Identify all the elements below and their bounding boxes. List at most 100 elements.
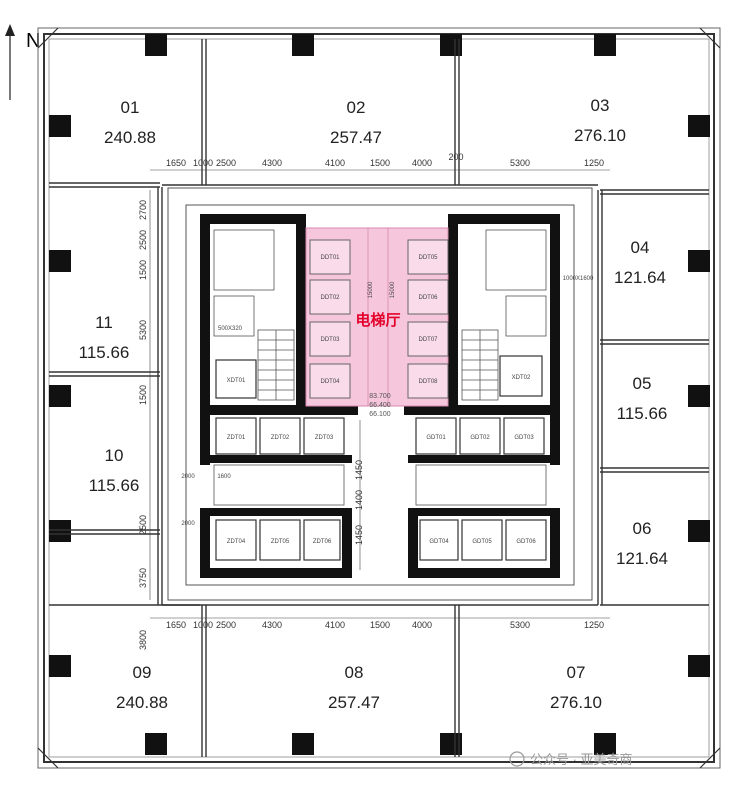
svg-text:257.47: 257.47 [328,693,380,712]
elevator-car: ZDT04 [215,519,257,561]
svg-text:1500: 1500 [370,158,390,168]
svg-text:276.10: 276.10 [574,126,626,145]
svg-text:DDT01: DDT01 [320,255,340,261]
svg-text:ZDT02: ZDT02 [271,435,290,441]
elevator-car: ZDT01 [215,417,257,455]
core-dim-1: 15000 [368,281,374,298]
svg-text:DDT06: DDT06 [418,295,438,301]
svg-text:07: 07 [567,663,586,682]
svg-text:115.66: 115.66 [79,343,130,362]
elevator-car: DDT01 [309,239,351,275]
dims-core: 1450 1400 1450 [354,460,364,545]
svg-text:2000: 2000 [181,474,195,480]
elevator-car: GDT02 [459,417,501,455]
svg-text:ZDT06: ZDT06 [313,539,332,545]
svg-text:4000: 4000 [412,620,432,630]
dims-bottom: 1650 1000 2500 4300 4100 1500 4000 5300 … [166,620,604,630]
svg-text:1000X1600: 1000X1600 [563,276,594,282]
unit-11: 11 115.66 [79,313,130,362]
freight-xdt01: XDT01 [227,378,246,384]
unit-labels: 01 240.88 02 257.47 03 276.10 04 121.64 … [79,96,668,712]
svg-text:1650: 1650 [166,158,186,168]
svg-text:4300: 4300 [262,158,282,168]
svg-text:ZDT05: ZDT05 [271,539,290,545]
watermark-text: 公众号 · 亚美奇商 [530,752,633,767]
elevator-car: GDT05 [461,519,503,561]
svg-text:2000: 2000 [181,521,195,527]
small-labels: 1600 2000 2000 500X320 1000X1600 [181,276,594,527]
unit-07: 07 276.10 [550,663,602,712]
elevator-car: DDT07 [407,321,449,357]
svg-text:06: 06 [633,519,652,538]
unit-02: 02 257.47 [330,98,382,147]
svg-text:1500: 1500 [138,260,148,280]
svg-text:04: 04 [631,238,650,257]
svg-text:DDT03: DDT03 [320,337,340,343]
perimeter-columns [49,34,710,755]
svg-text:115.66: 115.66 [89,476,140,495]
svg-text:1500: 1500 [370,620,390,630]
svg-text:GDT05: GDT05 [472,539,492,545]
elevator-car: DDT03 [309,321,351,357]
freight-xdt02: XDT02 [512,375,531,381]
svg-text:5300: 5300 [138,320,148,340]
elevator-car: GDT04 [419,519,459,561]
north-label: N [26,30,40,52]
svg-text:1000: 1000 [193,620,213,630]
core-rooms [213,229,547,506]
svg-text:2500: 2500 [138,230,148,250]
svg-text:GDT03: GDT03 [514,435,534,441]
elevator-car: GDT01 [415,417,457,455]
svg-text:500X320: 500X320 [218,326,243,332]
svg-text:1500: 1500 [138,385,148,405]
elevator-car: ZDT06 [303,519,341,561]
svg-text:1650: 1650 [166,620,186,630]
svg-text:GDT01: GDT01 [426,435,446,441]
dims-top: 1650 1000 2500 4300 4100 1500 4000 200 5… [166,152,604,168]
stair-west [257,329,295,401]
elevator-car: DDT05 [407,239,449,275]
elevator-car: DDT08 [407,363,449,399]
unit-10: 10 115.66 [89,446,140,495]
elevator-car: ZDT05 [259,519,301,561]
svg-text:05: 05 [633,374,652,393]
svg-text:121.64: 121.64 [616,549,668,568]
elevator-bank-north: DDT01 DDT02 DDT03 DDT04 DDT05 DDT06 DDT0… [309,239,449,399]
svg-text:3800: 3800 [138,630,148,650]
dims-left: 2700 2500 1500 5300 1500 2500 3750 3800 [138,200,148,650]
svg-text:DDT02: DDT02 [320,295,340,301]
svg-text:10: 10 [105,446,124,465]
svg-text:11: 11 [95,313,113,332]
unit-06: 06 121.64 [616,519,668,568]
svg-text:121.64: 121.64 [614,268,666,287]
svg-text:08: 08 [345,663,364,682]
svg-text:01: 01 [121,98,140,117]
unit-01: 01 240.88 [104,98,156,147]
svg-text:4300: 4300 [262,620,282,630]
svg-text:2700: 2700 [138,200,148,220]
svg-text:1250: 1250 [584,620,604,630]
lobby-label: 电梯厅 [355,311,400,329]
demising-walls [49,39,709,757]
svg-text:4000: 4000 [412,158,432,168]
corridor-ring [162,184,598,606]
elevator-car: GDT06 [505,519,547,561]
svg-text:ZDT03: ZDT03 [315,435,334,441]
svg-text:DDT04: DDT04 [320,379,340,385]
stair-east [461,329,499,401]
elevator-car: ZDT02 [259,417,301,455]
elevator-car: DDT02 [309,279,351,315]
unit-09: 09 240.88 [116,663,168,712]
svg-text:2500: 2500 [216,158,236,168]
svg-text:5300: 5300 [510,158,530,168]
elevator-bank-south: ZDT01 ZDT02 ZDT03 GDT01 GDT02 GDT03 ZDT0… [215,417,547,561]
svg-text:DDT08: DDT08 [418,379,438,385]
elevation-3: 66.100 [369,411,391,418]
svg-text:1450: 1450 [354,525,364,545]
svg-text:276.10: 276.10 [550,693,602,712]
svg-text:1450: 1450 [354,460,364,480]
svg-text:GDT06: GDT06 [516,539,536,545]
svg-text:09: 09 [133,663,152,682]
north-arrow: N [5,24,40,100]
